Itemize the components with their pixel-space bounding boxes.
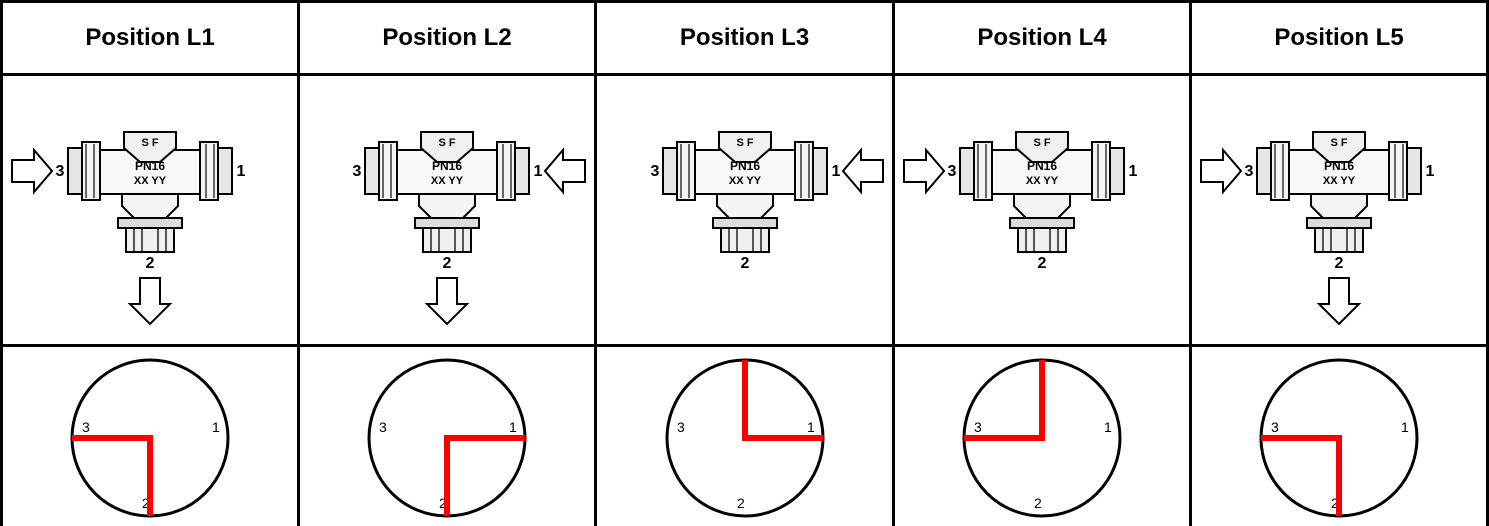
port-label-2: 2	[740, 255, 749, 272]
dial-cell-l1: 3 1 2	[0, 344, 300, 526]
flow-dial: 3 1 2	[367, 358, 527, 518]
dial-label-1: 1	[807, 419, 815, 435]
port-label-3: 3	[650, 163, 659, 180]
valve-top-label: S F	[141, 137, 158, 149]
port-label-2: 2	[1038, 255, 1047, 272]
dial-label-1: 1	[1401, 419, 1409, 435]
valve-code-label: XX YY	[1026, 175, 1059, 187]
header-position-l5: Position L5	[1189, 0, 1489, 76]
dial-flow-path	[1261, 435, 1342, 516]
dial-row: 3 1 2 3 1 2 3 1 2 3 1 2 3 1 2	[0, 344, 1489, 526]
dial-cell-l3: 3 1 2	[594, 344, 895, 526]
valve-cell-l5: S F PN16 XX YY 3 1 2	[1189, 73, 1489, 347]
port-label-3: 3	[948, 163, 957, 180]
dial-flow-path	[72, 435, 153, 516]
valve-top-label: S F	[736, 137, 753, 149]
port-label-3: 3	[353, 163, 362, 180]
header-position-l2: Position L2	[297, 0, 597, 76]
valve-code-label: XX YY	[728, 175, 761, 187]
valve-illustration: S F PN16 XX YY 3 1 2	[1200, 131, 1435, 326]
valve-cell-l4: S F PN16 XX YY 3 1 2	[892, 73, 1192, 347]
valve-cell-l3: S F PN16 XX YY 3 1 2	[594, 73, 895, 347]
outlet-arrow-down-icon	[1316, 277, 1362, 326]
port-label-1: 1	[534, 163, 543, 180]
valve-cell-l1: S F PN16 XX YY 3 1 2	[0, 73, 300, 347]
inlet-arrow-right-icon	[841, 147, 884, 195]
header-row: Position L1 Position L2 Position L3 Posi…	[0, 0, 1489, 76]
dial-label-3: 3	[379, 419, 387, 435]
dial-label-1: 1	[1104, 419, 1112, 435]
dial-label-3: 3	[1271, 419, 1279, 435]
dial-label-1: 1	[212, 419, 220, 435]
valve-pressure-label: PN16	[432, 159, 462, 173]
dial-flow-path	[444, 435, 525, 516]
dial-label-2: 2	[439, 495, 447, 511]
valve-illustration: S F PN16 XX YY 3 1 2	[11, 131, 246, 326]
outlet-arrow-down-icon	[127, 277, 173, 326]
valve-icon	[364, 131, 530, 253]
dial-label-2: 2	[1331, 495, 1339, 511]
inlet-arrow-left-icon	[1200, 147, 1243, 195]
inlet-arrow-left-icon	[11, 147, 54, 195]
port-label-2: 2	[443, 255, 452, 272]
valve-pressure-label: PN16	[729, 159, 759, 173]
dial-label-3: 3	[974, 419, 982, 435]
dial-label-3: 3	[677, 419, 685, 435]
inlet-arrow-right-icon	[543, 147, 586, 195]
dial-label-2: 2	[142, 495, 150, 511]
port-label-1: 1	[831, 163, 840, 180]
inlet-arrow-left-icon	[903, 147, 946, 195]
valve-icon	[661, 131, 828, 253]
valve-top-label: S F	[1330, 137, 1347, 149]
dial-label-2: 2	[1034, 495, 1042, 511]
valve-illustration: S F PN16 XX YY 3 1 2	[353, 131, 586, 326]
valve-icon	[67, 131, 233, 253]
flow-dial: 3 1 2	[70, 358, 230, 518]
header-position-l3: Position L3	[594, 0, 895, 76]
dial-cell-l5: 3 1 2	[1189, 344, 1489, 526]
header-position-l1: Position L1	[0, 0, 300, 76]
valve-pressure-label: PN16	[135, 159, 165, 173]
valve-code-label: XX YY	[1323, 175, 1356, 187]
flow-dial: 3 1 2	[1259, 358, 1419, 518]
flow-dial: 3 1 2	[962, 358, 1122, 518]
valve-illustration: S F PN16 XX YY 3 1 2	[903, 131, 1138, 272]
dial-label-1: 1	[509, 419, 517, 435]
port-label-3: 3	[1245, 163, 1254, 180]
port-label-1: 1	[1129, 163, 1138, 180]
dial-cell-l2: 3 1 2	[297, 344, 597, 526]
outlet-arrow-down-icon	[424, 277, 470, 326]
dial-label-2: 2	[737, 495, 745, 511]
valve-icon	[959, 131, 1125, 253]
valve-cell-l2: S F PN16 XX YY 3 1 2	[297, 73, 597, 347]
dial-flow-path	[964, 360, 1045, 441]
port-label-1: 1	[237, 163, 246, 180]
valve-row: S F PN16 XX YY 3 1 2	[0, 73, 1489, 347]
valve-pressure-label: PN16	[1027, 159, 1057, 173]
dial-label-3: 3	[82, 419, 90, 435]
valve-icon	[1256, 131, 1422, 253]
valve-top-label: S F	[438, 137, 455, 149]
port-label-3: 3	[56, 163, 65, 180]
port-label-2: 2	[146, 255, 155, 272]
flow-dial: 3 1 2	[665, 358, 824, 518]
dial-flow-path	[741, 360, 823, 441]
port-label-1: 1	[1426, 163, 1435, 180]
dial-cell-l4: 3 1 2	[892, 344, 1192, 526]
valve-illustration: S F PN16 XX YY 3 1 2	[650, 131, 884, 272]
header-position-l4: Position L4	[892, 0, 1192, 76]
valve-code-label: XX YY	[134, 175, 167, 187]
valve-top-label: S F	[1033, 137, 1050, 149]
valve-pressure-label: PN16	[1324, 159, 1354, 173]
port-label-2: 2	[1335, 255, 1344, 272]
valve-code-label: XX YY	[431, 175, 464, 187]
